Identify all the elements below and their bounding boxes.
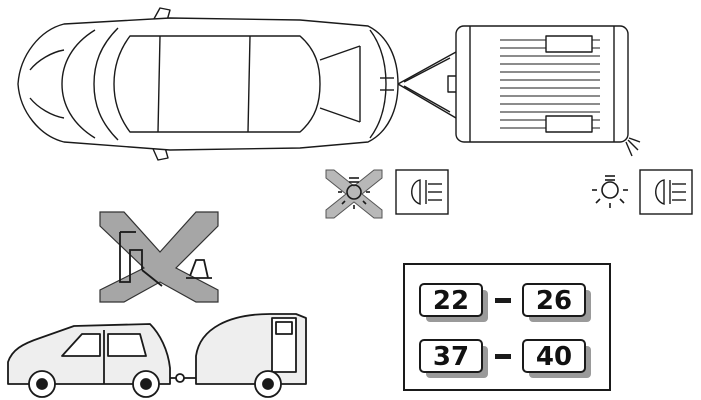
car-towing-caravan-icon [8,314,306,397]
fuse-range-start: 37 [433,342,469,372]
towbar-crossed-out-icon [100,212,218,302]
range-dash [495,354,511,359]
fuse-range-start: 22 [433,286,469,316]
bulb-crossed-out-icon [326,170,382,218]
bulb-lit-icon [592,176,628,208]
fuse-range-end: 40 [536,342,572,372]
range-dash [495,298,511,303]
car-trailer-top-view-icon [18,8,640,160]
rear-fog-lamp-icon [640,170,692,214]
fuse-panel: 22 26 37 40 [404,264,610,390]
fuse-range-end: 26 [536,286,572,316]
rear-fog-lamp-icon [396,170,448,214]
